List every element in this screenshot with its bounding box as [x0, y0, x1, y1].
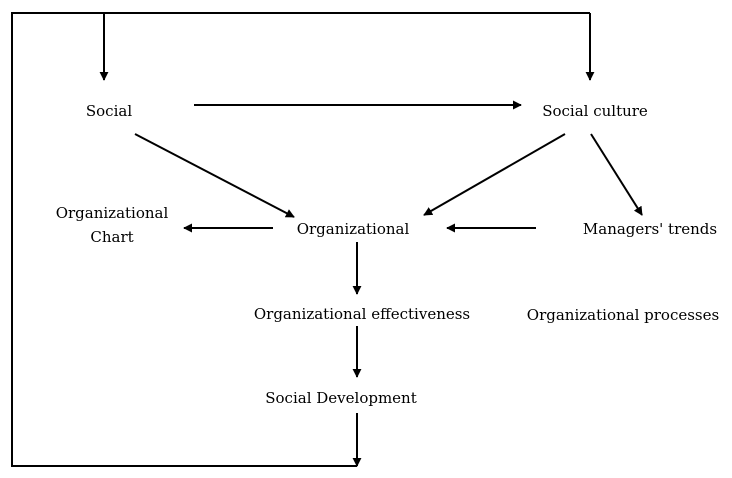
- social-to-organizational-arrow: [134, 133, 295, 218]
- node-organizational-processes: Organizational processes: [526, 306, 720, 324]
- node-social-culture: Social culture: [542, 102, 648, 120]
- node-organizational-effectiveness: Organizational effectiveness: [253, 305, 471, 323]
- node-organizational-chart: Organizational Chart: [46, 201, 178, 249]
- node-organizational-chart-line1: Organizational: [55, 204, 169, 222]
- node-social: Social: [85, 102, 133, 120]
- node-organizational: Organizational: [296, 220, 410, 238]
- social-culture-to-managers-trends-arrow: [590, 133, 643, 216]
- node-organizational-chart-line2: Chart: [90, 228, 134, 246]
- node-social-development: Social Development: [265, 389, 417, 407]
- social-culture-to-organizational-arrow: [423, 133, 566, 216]
- feedback-loop-line: [11, 12, 590, 467]
- node-managers-trends: Managers' trends: [582, 220, 718, 238]
